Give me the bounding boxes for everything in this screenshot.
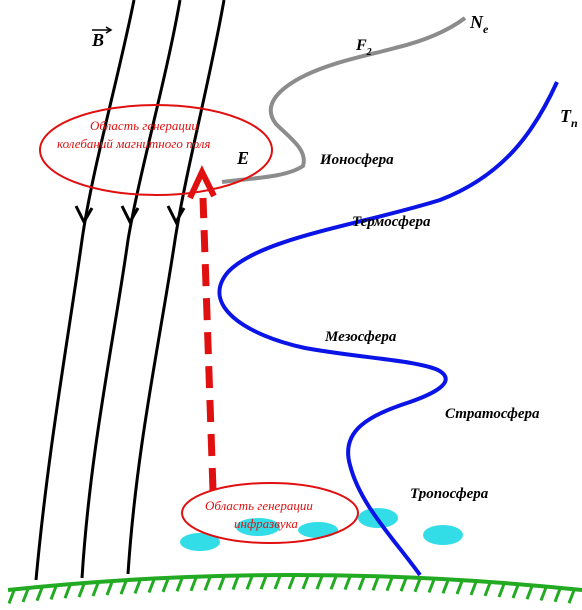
field-line: [34, 0, 136, 581]
ground: [7, 573, 582, 604]
magnetic-region-line2: колебаний магнитного поля: [57, 136, 210, 151]
field-arrow-icon: [120, 205, 140, 226]
troposphere-label: Тропосфера: [410, 486, 489, 502]
arrow-head-icon: [187, 165, 217, 200]
ground-curve: [7, 573, 582, 592]
infrasound-region: Область генерации инфразвука: [181, 482, 359, 544]
f2-label: F2: [355, 37, 372, 58]
ionosphere-label: Ионосфера: [319, 152, 394, 168]
field-line: [80, 0, 182, 579]
magnetic-field-lines: [34, 0, 226, 581]
grass-ticks: [7, 575, 576, 604]
electron-density-curve: [221, 16, 467, 184]
stratosphere-label: Стратосфера: [445, 406, 540, 422]
ne-label: Ne: [469, 12, 489, 36]
field-arrow-icon: [166, 205, 186, 226]
field-arrow-icon: [74, 205, 94, 226]
magnetic-region-line1: Область генерации: [90, 118, 198, 133]
cloud: [236, 518, 280, 536]
temperature-curve: [217, 81, 559, 577]
cloud: [423, 525, 463, 545]
vector-arrow-head-icon: [105, 26, 113, 34]
tn-label: Tn: [560, 106, 578, 130]
magnetic-region-ellipse: [39, 104, 273, 196]
e-label: E: [236, 148, 249, 168]
magnetic-region: Область генерации колебаний магнитного п…: [39, 104, 273, 196]
mesosphere-label: Мезосфера: [324, 329, 397, 345]
infrasound-region-line1: Область генерации: [205, 498, 313, 513]
clouds: [180, 508, 463, 551]
b-vector-label: B: [91, 26, 113, 50]
cloud: [298, 522, 338, 538]
thermosphere-label: Термосфера: [352, 214, 431, 230]
b-vector-text: B: [91, 30, 104, 50]
cloud: [180, 533, 220, 551]
infrasound-arrow: [187, 165, 217, 491]
dashed-arrow-shaft: [199, 197, 217, 491]
infrasound-region-line2: инфразвука: [234, 516, 298, 531]
field-line: [126, 0, 226, 575]
infrasound-region-ellipse: [181, 482, 359, 544]
